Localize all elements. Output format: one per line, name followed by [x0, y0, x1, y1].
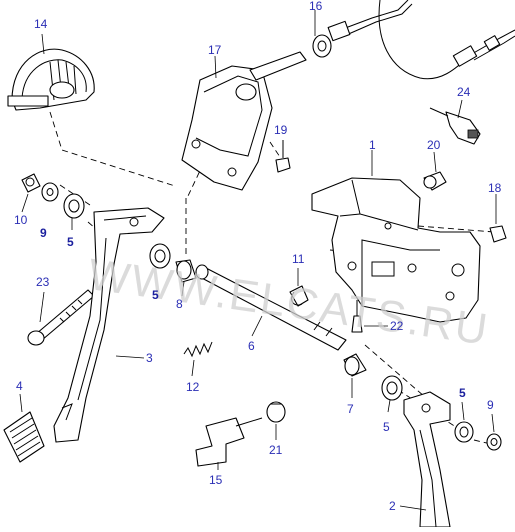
callout-5: 5 — [67, 235, 74, 249]
part-6-pivot-shaft — [195, 264, 347, 351]
part-19-bolt — [275, 140, 291, 173]
part-18-nut — [489, 194, 507, 243]
part-5-bush-right — [381, 375, 403, 413]
callout-24: 24 — [457, 85, 471, 99]
part-2-brake-pedal — [399, 391, 451, 528]
callout-10: 10 — [14, 213, 28, 227]
callout-22: 22 — [390, 319, 404, 333]
callout-5: 5 — [152, 288, 159, 302]
callout-9: 9 — [487, 398, 494, 412]
part-1-mounting-bracket — [311, 150, 481, 323]
part-14-quadrant-cover — [7, 33, 95, 111]
callout-11: 11 — [292, 252, 305, 266]
callout-16: 16 — [309, 0, 323, 13]
part-22-stud — [351, 300, 388, 333]
callout-12: 12 — [186, 380, 200, 394]
part-5-bush-left — [63, 193, 85, 230]
part-5-bush-pedal — [149, 243, 171, 269]
callout-14: 14 — [34, 17, 48, 31]
callout-20: 20 — [427, 138, 441, 152]
callout-2: 2 — [389, 499, 396, 513]
part-21-plug — [266, 401, 286, 440]
part-16-bushing — [312, 10, 332, 58]
callout-4: 4 — [16, 379, 23, 393]
part-9-washer-left — [41, 182, 59, 202]
callout-5: 5 — [459, 386, 466, 400]
callout-3: 3 — [146, 351, 153, 365]
callout-15: 15 — [209, 473, 223, 487]
callout-6: 6 — [248, 339, 255, 353]
callout-18: 18 — [488, 181, 502, 195]
part-8-bush — [175, 259, 197, 297]
part-4-pedal-pad — [3, 393, 45, 463]
callout-21: 21 — [269, 443, 283, 457]
part-10-pin — [21, 173, 41, 213]
part-15-switch — [195, 417, 263, 470]
part-24-switch — [429, 99, 481, 145]
callout-5: 5 — [383, 420, 390, 434]
callout-8: 8 — [176, 297, 183, 311]
part-9-washer-right — [486, 413, 502, 451]
callout-9: 9 — [40, 226, 47, 240]
part-3-clutch-pedal — [53, 207, 165, 443]
callout-7: 7 — [347, 402, 354, 416]
part-7-bush — [343, 353, 367, 398]
part-11-clip — [289, 268, 309, 307]
part-5-bush-far-right — [454, 401, 474, 443]
clutch-cable — [327, 0, 515, 80]
callout-17: 17 — [208, 43, 222, 57]
callout-1: 1 — [369, 138, 376, 152]
callout-19: 19 — [274, 123, 288, 137]
part-12-spring — [183, 341, 213, 377]
callout-23: 23 — [36, 275, 50, 289]
part-17-pedal-bracket — [181, 51, 307, 191]
part-20-clip — [423, 151, 447, 191]
